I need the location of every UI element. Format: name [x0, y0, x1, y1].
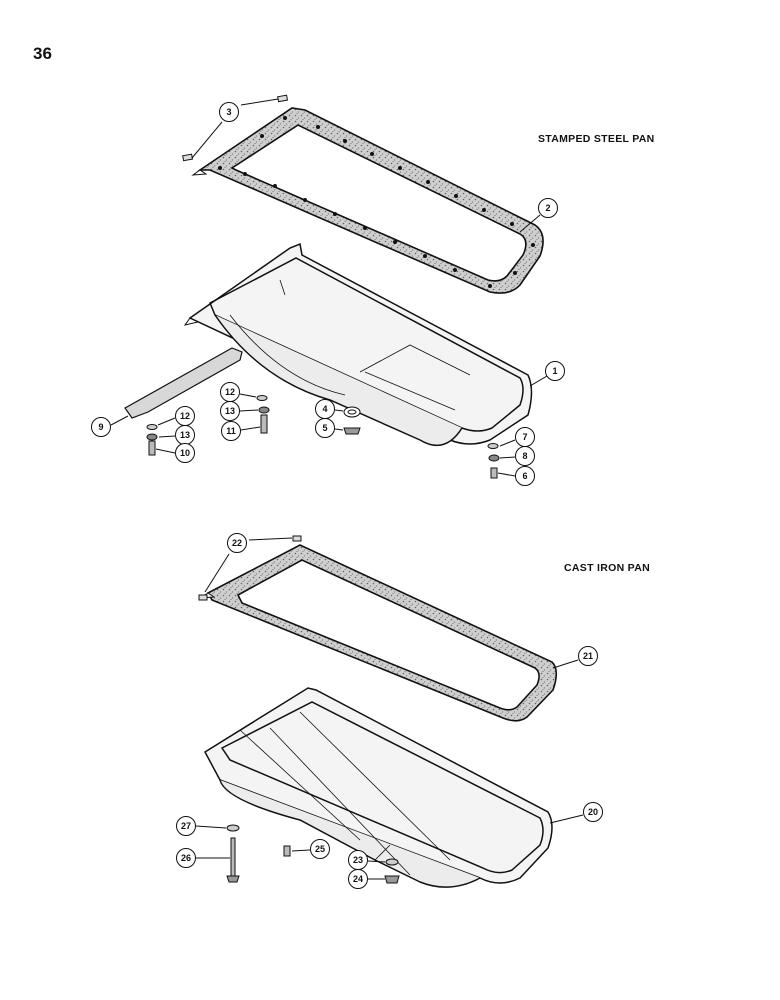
callout-circle [175, 443, 195, 463]
callout-leader-line [334, 428, 344, 431]
callout-leader-line [240, 98, 279, 106]
callout-number: 25 [315, 844, 325, 854]
callout-leader-line [157, 417, 176, 426]
callout-number: 26 [181, 853, 191, 863]
seal-plate [277, 94, 289, 103]
callout-leader-line [239, 393, 257, 398]
callout-leader-line [519, 214, 541, 233]
callout-leader-line [497, 472, 516, 477]
callout-circle [538, 198, 558, 218]
callout-leader-line [549, 814, 584, 824]
cast-iron-pan-title: CAST IRON PAN [564, 562, 650, 574]
callout-number: 6 [522, 471, 527, 481]
callout-leader-line [158, 435, 176, 438]
callout-number: 21 [583, 651, 593, 661]
gasket-steel-pan [191, 107, 544, 294]
callout-number: 11 [226, 426, 236, 436]
callout-circle [545, 361, 565, 381]
callout-circle [583, 802, 603, 822]
page-number: 36 [33, 44, 52, 63]
callout-leader-line [291, 849, 311, 852]
callout-circle [219, 102, 239, 122]
oil-pan-baffle [124, 347, 243, 419]
callout-number: 5 [322, 423, 327, 433]
callout-leader-line [204, 553, 230, 593]
callout-number: 1 [552, 366, 557, 376]
callout-leader-line [499, 439, 516, 447]
callout-leader-line [155, 448, 176, 454]
callout-number: 10 [180, 448, 190, 458]
callout-leader-line [499, 456, 516, 459]
callout-circle [315, 418, 335, 438]
callout-circle [227, 533, 247, 553]
callout-number: 9 [98, 422, 103, 432]
callout-leader-line [552, 659, 579, 669]
callout-leader-line [239, 409, 259, 412]
stamped-steel-oil-pan [183, 242, 533, 447]
callout-leader-line [367, 860, 386, 863]
cast-iron-oil-pan [204, 687, 553, 888]
callout-leader-line [334, 409, 344, 412]
callout-number: 8 [522, 451, 527, 461]
callout-circle [310, 839, 330, 859]
callout-circle [176, 816, 196, 836]
steel-pan-hardware [146, 395, 500, 479]
cast-pan-hardware [226, 824, 400, 884]
stamped-steel-pan-title: STAMPED STEEL PAN [538, 133, 655, 145]
callout-number: 22 [232, 538, 242, 548]
gasket-cast-iron-pan [199, 544, 558, 722]
callout-circle [515, 446, 535, 466]
seal-plate [292, 535, 302, 542]
callout-leader-line [529, 375, 548, 387]
callout-number: 13 [180, 430, 190, 440]
callout-leader-line [110, 415, 129, 426]
callout-circle [578, 646, 598, 666]
callout-number: 12 [225, 387, 235, 397]
callout-circle [515, 466, 535, 486]
callout-circle [220, 401, 240, 421]
callout-circle [221, 421, 241, 441]
callout-number: 3 [226, 107, 231, 117]
callout-circle [176, 848, 196, 868]
callout-leader-line [195, 825, 227, 829]
callout-number: 20 [588, 807, 598, 817]
callout-number: 4 [322, 404, 327, 414]
callout-number: 24 [353, 874, 363, 884]
callout-number: 2 [545, 203, 550, 213]
callout-circle [348, 869, 368, 889]
callout-circle [91, 417, 111, 437]
callout-number: 12 [180, 411, 190, 421]
callout-number: 27 [181, 821, 191, 831]
callout-number: 23 [353, 855, 363, 865]
callout-leader-line [191, 121, 223, 159]
seal-plate [198, 594, 208, 601]
callout-leader-line [248, 537, 293, 541]
callout-leader-line [240, 426, 261, 431]
callout-number: 7 [522, 432, 527, 442]
callout-number: 13 [225, 406, 235, 416]
seal-plate [182, 153, 194, 162]
